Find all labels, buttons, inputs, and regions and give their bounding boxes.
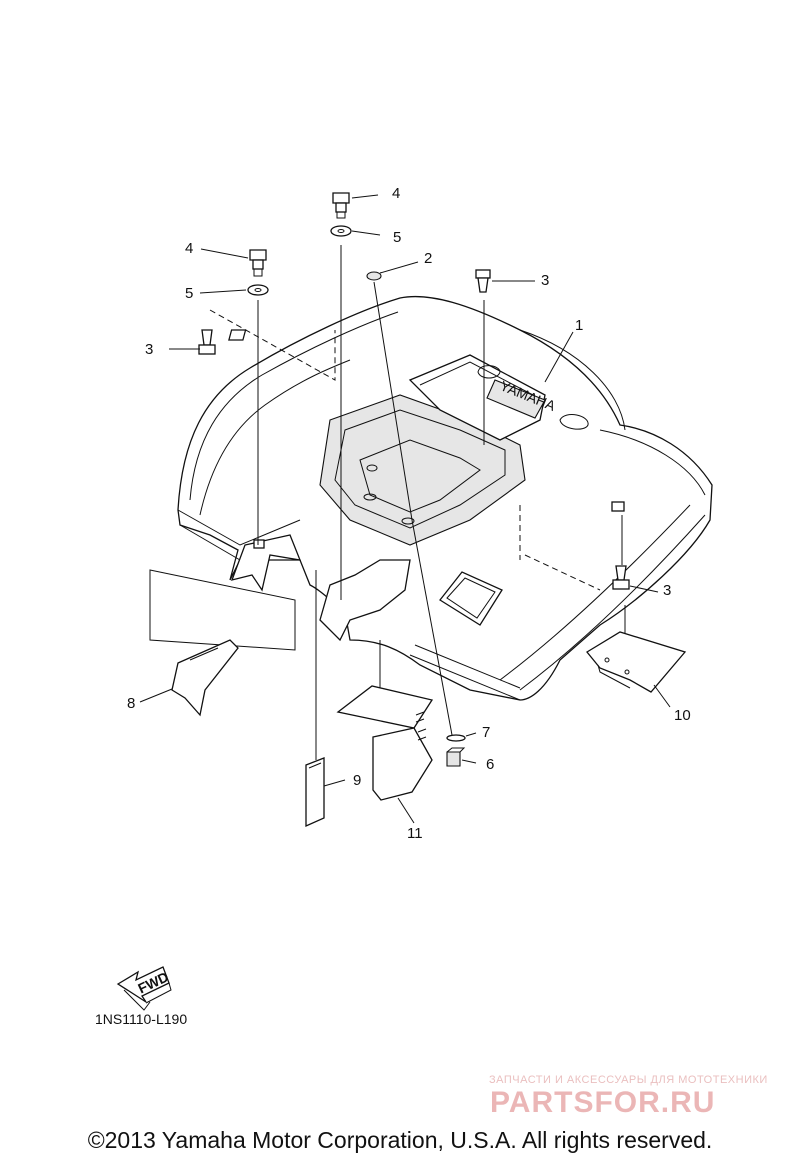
callout-leaders [139, 194, 671, 824]
callout-5-left: 5 [185, 285, 193, 302]
clip-3-left [198, 329, 216, 355]
guard-8 [149, 569, 296, 717]
washer-5-top [330, 225, 352, 237]
watermark: ЗАПЧАСТИ И АКСЕССУАРЫ ДЛЯ МОТОТЕХНИКИ PA… [489, 1074, 768, 1119]
rear-fender: YAMAHA [177, 295, 713, 701]
diagram-code: 1NS1110-L190 [95, 1011, 187, 1027]
callout-7: 7 [482, 724, 490, 741]
callout-2: 2 [424, 250, 432, 267]
clip-3-right [475, 269, 491, 293]
watermark-logo: PARTSFOR.RU [490, 1086, 715, 1119]
callout-9: 9 [353, 772, 361, 789]
callout-1: 1 [575, 317, 583, 334]
callout-3-lower-right: 3 [663, 582, 671, 599]
bolt-4-top [332, 192, 350, 219]
callout-10: 10 [674, 707, 691, 724]
callout-4-left: 4 [185, 240, 193, 257]
callouts: 1 2 3 3 3 4 4 5 5 6 7 8 9 10 11 [127, 185, 691, 842]
callout-3-top-right: 3 [541, 272, 549, 289]
fwd-arrow-icon: FWD [116, 966, 172, 1011]
callout-11: 11 [407, 825, 423, 842]
watermark-tagline: ЗАПЧАСТИ И АКСЕССУАРЫ ДЛЯ МОТОТЕХНИКИ [489, 1074, 768, 1086]
copyright-text: ©2013 Yamaha Motor Corporation, U.S.A. A… [87, 1127, 713, 1153]
pad-9 [305, 757, 325, 828]
nut-6 [446, 747, 466, 767]
cover-10 [586, 631, 687, 693]
leader-lines [209, 245, 626, 760]
grommet-2 [366, 271, 382, 281]
ring-7 [446, 734, 466, 742]
callout-3-left: 3 [145, 341, 153, 358]
washer-5-left [247, 284, 269, 296]
callout-4-top: 4 [392, 185, 400, 202]
callout-6: 6 [486, 756, 494, 773]
clip-3-lower [612, 565, 630, 590]
bracket-11 [336, 685, 434, 801]
bolt-4-left [249, 249, 267, 277]
callout-8: 8 [127, 695, 135, 712]
callout-5-top: 5 [393, 229, 401, 246]
fwd-label: FWD [135, 968, 171, 996]
